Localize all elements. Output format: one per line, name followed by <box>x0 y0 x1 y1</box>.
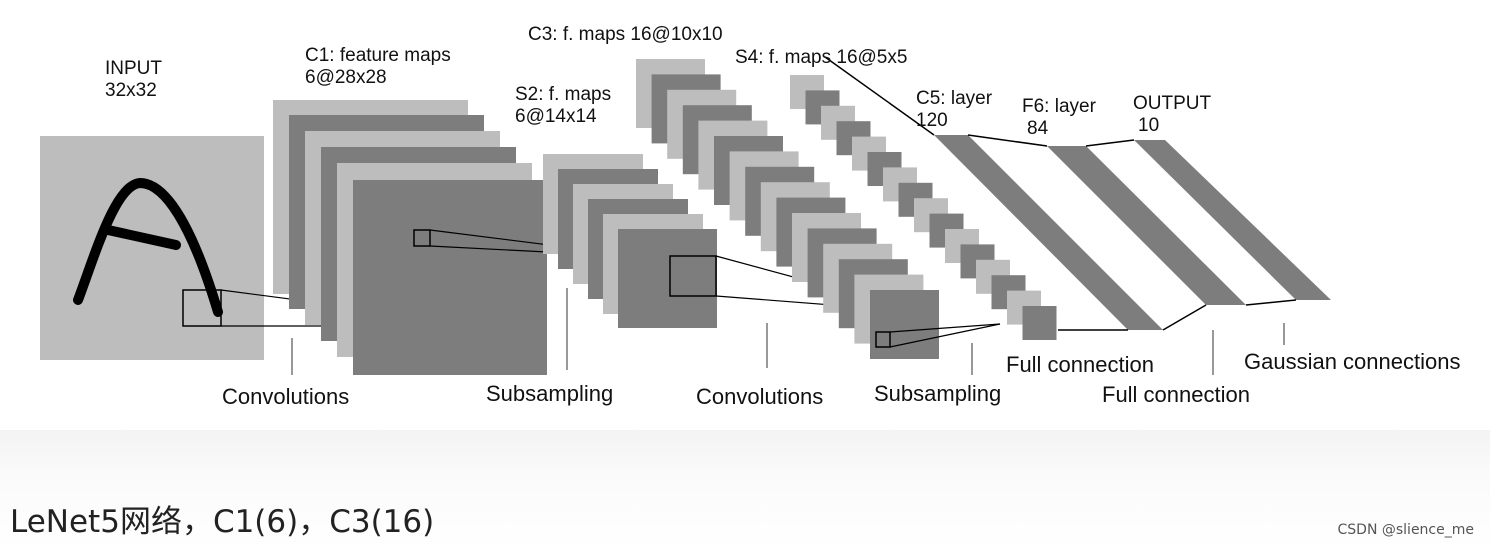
operation-labels: Convolutions Subsampling Convolutions Su… <box>222 349 1460 409</box>
dense-layers <box>824 56 1331 331</box>
c1-feature-map <box>353 180 547 375</box>
c5-label: C5: layer <box>916 88 993 109</box>
f6-layer-band <box>1047 146 1246 305</box>
output-label: OUTPUT <box>1133 93 1212 114</box>
input-size-label: 32x32 <box>105 80 157 101</box>
c3-receptive-field <box>875 331 891 348</box>
output-layer-band <box>1134 140 1331 300</box>
operation-label: Convolutions <box>696 384 823 409</box>
operation-label: Gaussian connections <box>1244 349 1460 374</box>
c3-projection-line <box>889 323 1001 333</box>
input-receptive-field <box>182 289 222 327</box>
c5-f6-connection-line <box>1162 304 1207 331</box>
f6-output-connection-line <box>1085 139 1135 147</box>
c1-layer <box>273 100 646 375</box>
c5-f6-connection-line <box>967 134 1048 147</box>
watermark-text: CSDN @slience_me <box>1337 522 1475 538</box>
operation-label: Convolutions <box>222 384 349 409</box>
c3-label: C3: f. maps 16@10x10 <box>528 24 723 45</box>
s2-feature-map <box>618 229 717 328</box>
lenet5-architecture-diagram: INPUT 32x32 C1: feature maps 6@28x28 S2:… <box>40 24 1460 409</box>
caption-text: LeNet5网络，C1(6)，C3(16) <box>10 504 435 540</box>
c5-connection-line <box>824 56 935 136</box>
input-layer <box>40 136 498 360</box>
c3-feature-map <box>870 290 939 359</box>
c1-size-label: 6@28x28 <box>305 67 387 88</box>
s2-size-label: 6@14x14 <box>515 106 597 127</box>
s2-receptive-field <box>669 255 717 297</box>
c3-receptive <box>875 323 1001 348</box>
s2-layer <box>543 154 923 328</box>
c5-layer-band <box>934 135 1163 330</box>
c1-receptive-field <box>413 229 431 247</box>
operation-ticks <box>291 288 1285 375</box>
s4-label: S4: f. maps 16@5x5 <box>735 47 907 68</box>
s4-feature-map <box>1022 306 1057 340</box>
operation-label: Full connection <box>1006 352 1154 377</box>
s2-label: S2: f. maps <box>515 84 611 105</box>
input-letter-a-glyph <box>73 178 223 317</box>
output-size-label: 10 <box>1138 115 1159 136</box>
f6-size-label: 84 <box>1027 118 1049 139</box>
c1-label: C1: feature maps <box>305 45 451 66</box>
c5-size-label: 120 <box>916 110 948 131</box>
operation-label: Subsampling <box>874 381 1001 406</box>
s4-layer <box>790 75 1057 340</box>
f6-output-connection-line <box>1245 299 1297 306</box>
operation-label: Full connection <box>1102 382 1250 407</box>
f6-label: F6: layer <box>1022 96 1097 117</box>
input-image <box>40 136 264 360</box>
c3-projection-line <box>889 323 1001 348</box>
operation-label: Subsampling <box>486 381 613 406</box>
layer-labels: INPUT 32x32 C1: feature maps 6@28x28 S2:… <box>105 24 1212 139</box>
input-label: INPUT <box>105 58 162 79</box>
caption-background <box>0 430 1490 549</box>
